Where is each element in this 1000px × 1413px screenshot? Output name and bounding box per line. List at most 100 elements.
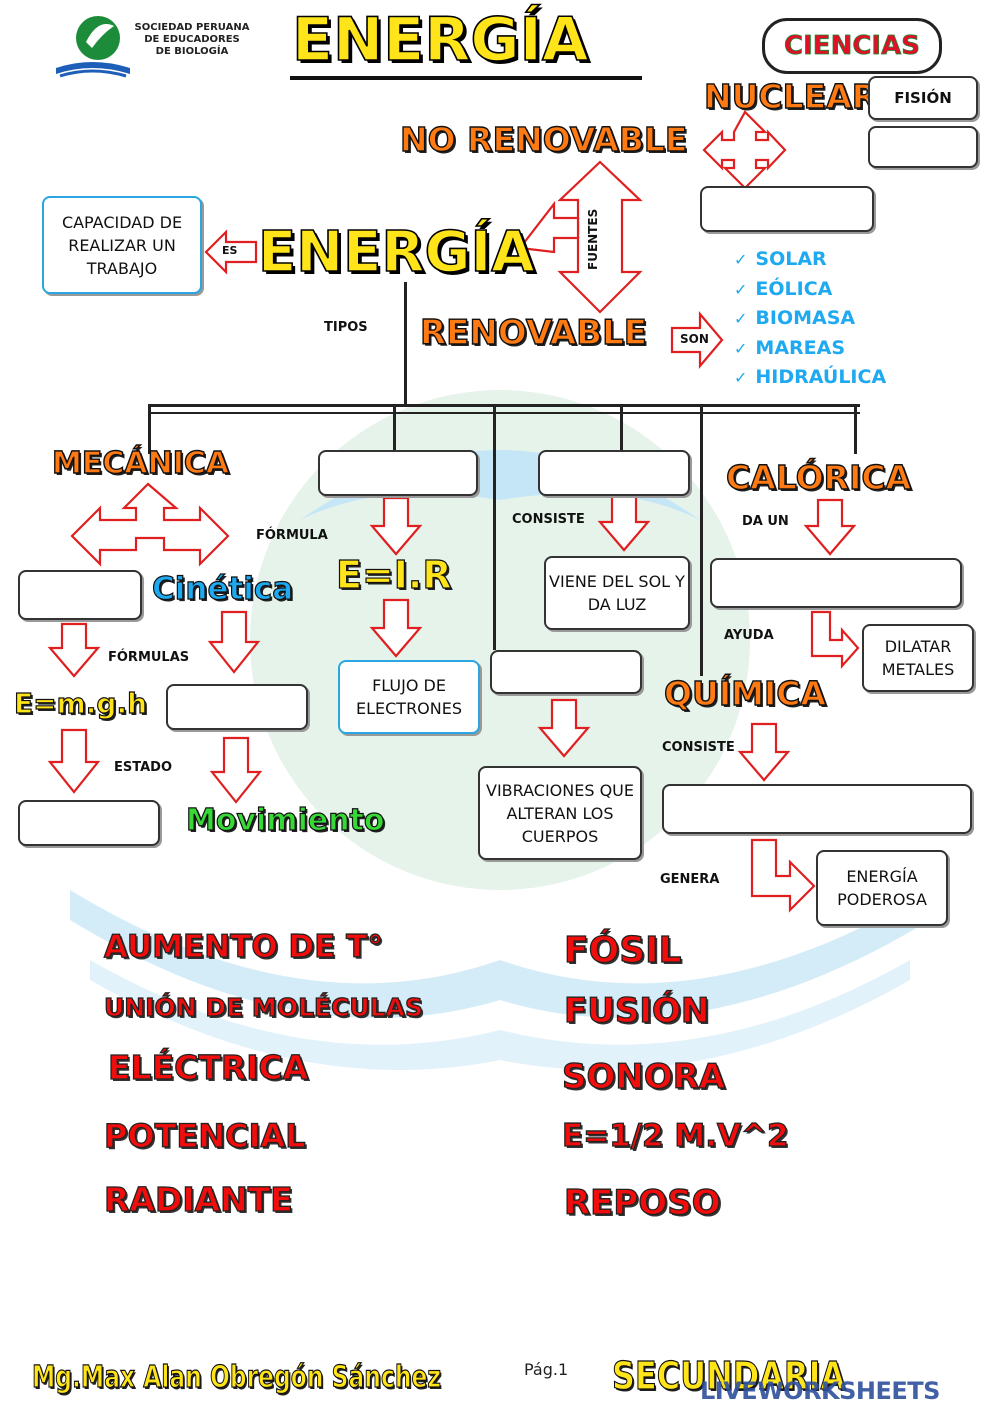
ayuda-label: AYUDA bbox=[724, 628, 774, 643]
nuclear-label: NUCLEAR bbox=[703, 77, 878, 116]
list-item: ✓ BIOMASA bbox=[734, 304, 886, 334]
word-option[interactable]: REPOSO bbox=[563, 1182, 721, 1223]
ciencias-badge: CIENCIAS bbox=[762, 18, 942, 74]
down-arrow-icon bbox=[369, 598, 423, 658]
list-item: ✓ MAREAS bbox=[734, 334, 886, 364]
society-logo bbox=[52, 8, 134, 84]
answer-box-estado[interactable] bbox=[18, 800, 160, 846]
word-option[interactable]: POTENCIAL bbox=[103, 1116, 306, 1155]
da-un-label: DA UN bbox=[742, 514, 789, 529]
renewable-item-label: BIOMASA bbox=[755, 307, 856, 329]
word-option[interactable]: RADIANTE bbox=[103, 1179, 293, 1219]
fuentes-double-arrow-icon bbox=[557, 160, 643, 314]
society-name-line-3: DE BIOLOGÍA bbox=[155, 46, 229, 57]
energia-branch-arrow-icon bbox=[517, 200, 580, 254]
society-name: SOCIEDAD PERUANA DE EDUCADORES DE BIOLOG… bbox=[130, 22, 254, 58]
list-item: ✓ SOLAR bbox=[734, 245, 886, 275]
formula-label: FÓRMULA bbox=[256, 528, 328, 543]
down-arrow-icon bbox=[47, 728, 101, 794]
fuentes-label: FUENTES bbox=[586, 208, 600, 270]
answer-box-calorica[interactable] bbox=[710, 558, 962, 608]
es-arrow-icon bbox=[204, 229, 258, 275]
list-item: ✓ EÓLICA bbox=[734, 275, 886, 305]
mecanica-label: MECÁNICA bbox=[51, 445, 230, 481]
answer-box-mecanica-left[interactable] bbox=[18, 570, 142, 620]
renewable-list: ✓ SOLAR ✓ EÓLICA ✓ BIOMASA ✓ MAREAS ✓ HIDRAÚL… bbox=[734, 245, 886, 393]
son-label: SON bbox=[680, 332, 709, 346]
word-option[interactable]: AUMENTO DE T° bbox=[103, 928, 383, 965]
word-option[interactable]: UNIÓN DE MOLÉCULAS bbox=[103, 992, 424, 1022]
right-turn-arrow-icon bbox=[810, 610, 860, 669]
society-name-line-2: DE EDUCADORES bbox=[144, 34, 240, 45]
word-option[interactable]: E=1/2 M.V^2 bbox=[561, 1117, 789, 1154]
tipos-label: TIPOS bbox=[324, 320, 368, 335]
tree-trunk-line bbox=[404, 282, 407, 406]
renewable-item-label: HIDRAÚLICA bbox=[755, 366, 887, 388]
tree-branch-line bbox=[148, 404, 860, 407]
word-option[interactable]: SONORA bbox=[561, 1056, 726, 1097]
check-icon: ✓ bbox=[734, 368, 748, 387]
leaf-book-icon bbox=[56, 16, 130, 78]
word-option[interactable]: FÓSIL bbox=[563, 929, 682, 971]
answer-box-sonora[interactable] bbox=[490, 650, 642, 694]
formulas-label: FÓRMULAS bbox=[108, 650, 190, 665]
dilatar-box: DILATAR METALES bbox=[862, 624, 974, 692]
viene-sol-box: VIENE DEL SOL Y DA LUZ bbox=[544, 556, 690, 630]
right-turn-arrow-icon bbox=[750, 838, 816, 913]
consiste-quimica-label: CONSISTE bbox=[662, 740, 735, 755]
down-arrow-icon bbox=[597, 492, 651, 552]
cinetica-label: Cinética bbox=[151, 570, 294, 607]
movimiento-label: Movimiento bbox=[185, 802, 385, 838]
answer-box-electrica[interactable] bbox=[318, 450, 478, 496]
tree-branch-line-2 bbox=[148, 412, 860, 414]
branch-drop-line bbox=[700, 404, 703, 676]
branch-drop-line bbox=[854, 404, 857, 454]
quimica-label: QUÍMICA bbox=[663, 673, 827, 713]
author-name: Mg.Max Alan Obregón Sánchez bbox=[32, 1359, 442, 1395]
mecanica-branch-arrow-icon bbox=[70, 482, 230, 567]
vibraciones-box: VIBRACIONES QUE ALTERAN LOS CUERPOS bbox=[478, 766, 642, 860]
renewable-item-label: MAREAS bbox=[755, 336, 846, 359]
check-icon: ✓ bbox=[734, 250, 748, 269]
page-number: Pág.1 bbox=[524, 1360, 569, 1379]
down-arrow-icon bbox=[47, 622, 101, 678]
check-icon: ✓ bbox=[734, 309, 748, 328]
renewable-item-label: SOLAR bbox=[755, 248, 827, 270]
down-arrow-icon bbox=[209, 736, 263, 804]
renewable-item-label: EÓLICA bbox=[755, 277, 833, 300]
title-underline bbox=[290, 76, 642, 80]
flujo-box: FLUJO DE ELECTRONES bbox=[338, 660, 480, 734]
society-name-line-1: SOCIEDAD PERUANA bbox=[134, 22, 250, 33]
down-arrow-icon bbox=[207, 610, 261, 674]
down-arrow-icon bbox=[803, 498, 857, 556]
check-icon: ✓ bbox=[734, 279, 748, 299]
answer-box-nuclear-2[interactable] bbox=[868, 126, 978, 168]
answer-box-cinetica-formula[interactable] bbox=[166, 684, 308, 730]
liveworksheets-watermark: LIVEWORKSHEETS bbox=[700, 1377, 940, 1405]
renovable-label: RENOVABLE bbox=[419, 312, 647, 353]
branch-drop-line bbox=[493, 404, 496, 650]
answer-box-nuclear[interactable] bbox=[700, 186, 874, 232]
branch-drop-line bbox=[148, 404, 151, 454]
word-option[interactable]: FUSIÓN bbox=[563, 990, 710, 1031]
page-title: ENERGÍA bbox=[291, 5, 589, 75]
level-label: SECUNDARIA bbox=[611, 1353, 846, 1398]
definition-box: CAPACIDAD DE REALIZAR UN TRABAJO bbox=[42, 196, 202, 294]
branch-drop-line bbox=[620, 404, 623, 452]
genera-label: GENERA bbox=[660, 872, 720, 887]
son-arrow-icon bbox=[670, 310, 724, 370]
word-option[interactable]: ELÉCTRICA bbox=[107, 1047, 309, 1087]
nuclear-cross-arrow-icon bbox=[702, 110, 787, 190]
branch-drop-line bbox=[393, 404, 396, 452]
center-concept: ENERGÍA bbox=[257, 220, 535, 285]
estado-label: ESTADO bbox=[114, 760, 173, 775]
check-icon: ✓ bbox=[734, 338, 748, 358]
down-arrow-icon bbox=[369, 496, 423, 556]
answer-box-quimica[interactable] bbox=[662, 784, 972, 834]
formula-potencial: E=m.g.h bbox=[13, 686, 148, 720]
calorica-label: CALÓRICA bbox=[725, 457, 912, 497]
answer-box-radiante[interactable] bbox=[538, 450, 690, 496]
formula-electrica: E=I.R bbox=[335, 552, 452, 597]
